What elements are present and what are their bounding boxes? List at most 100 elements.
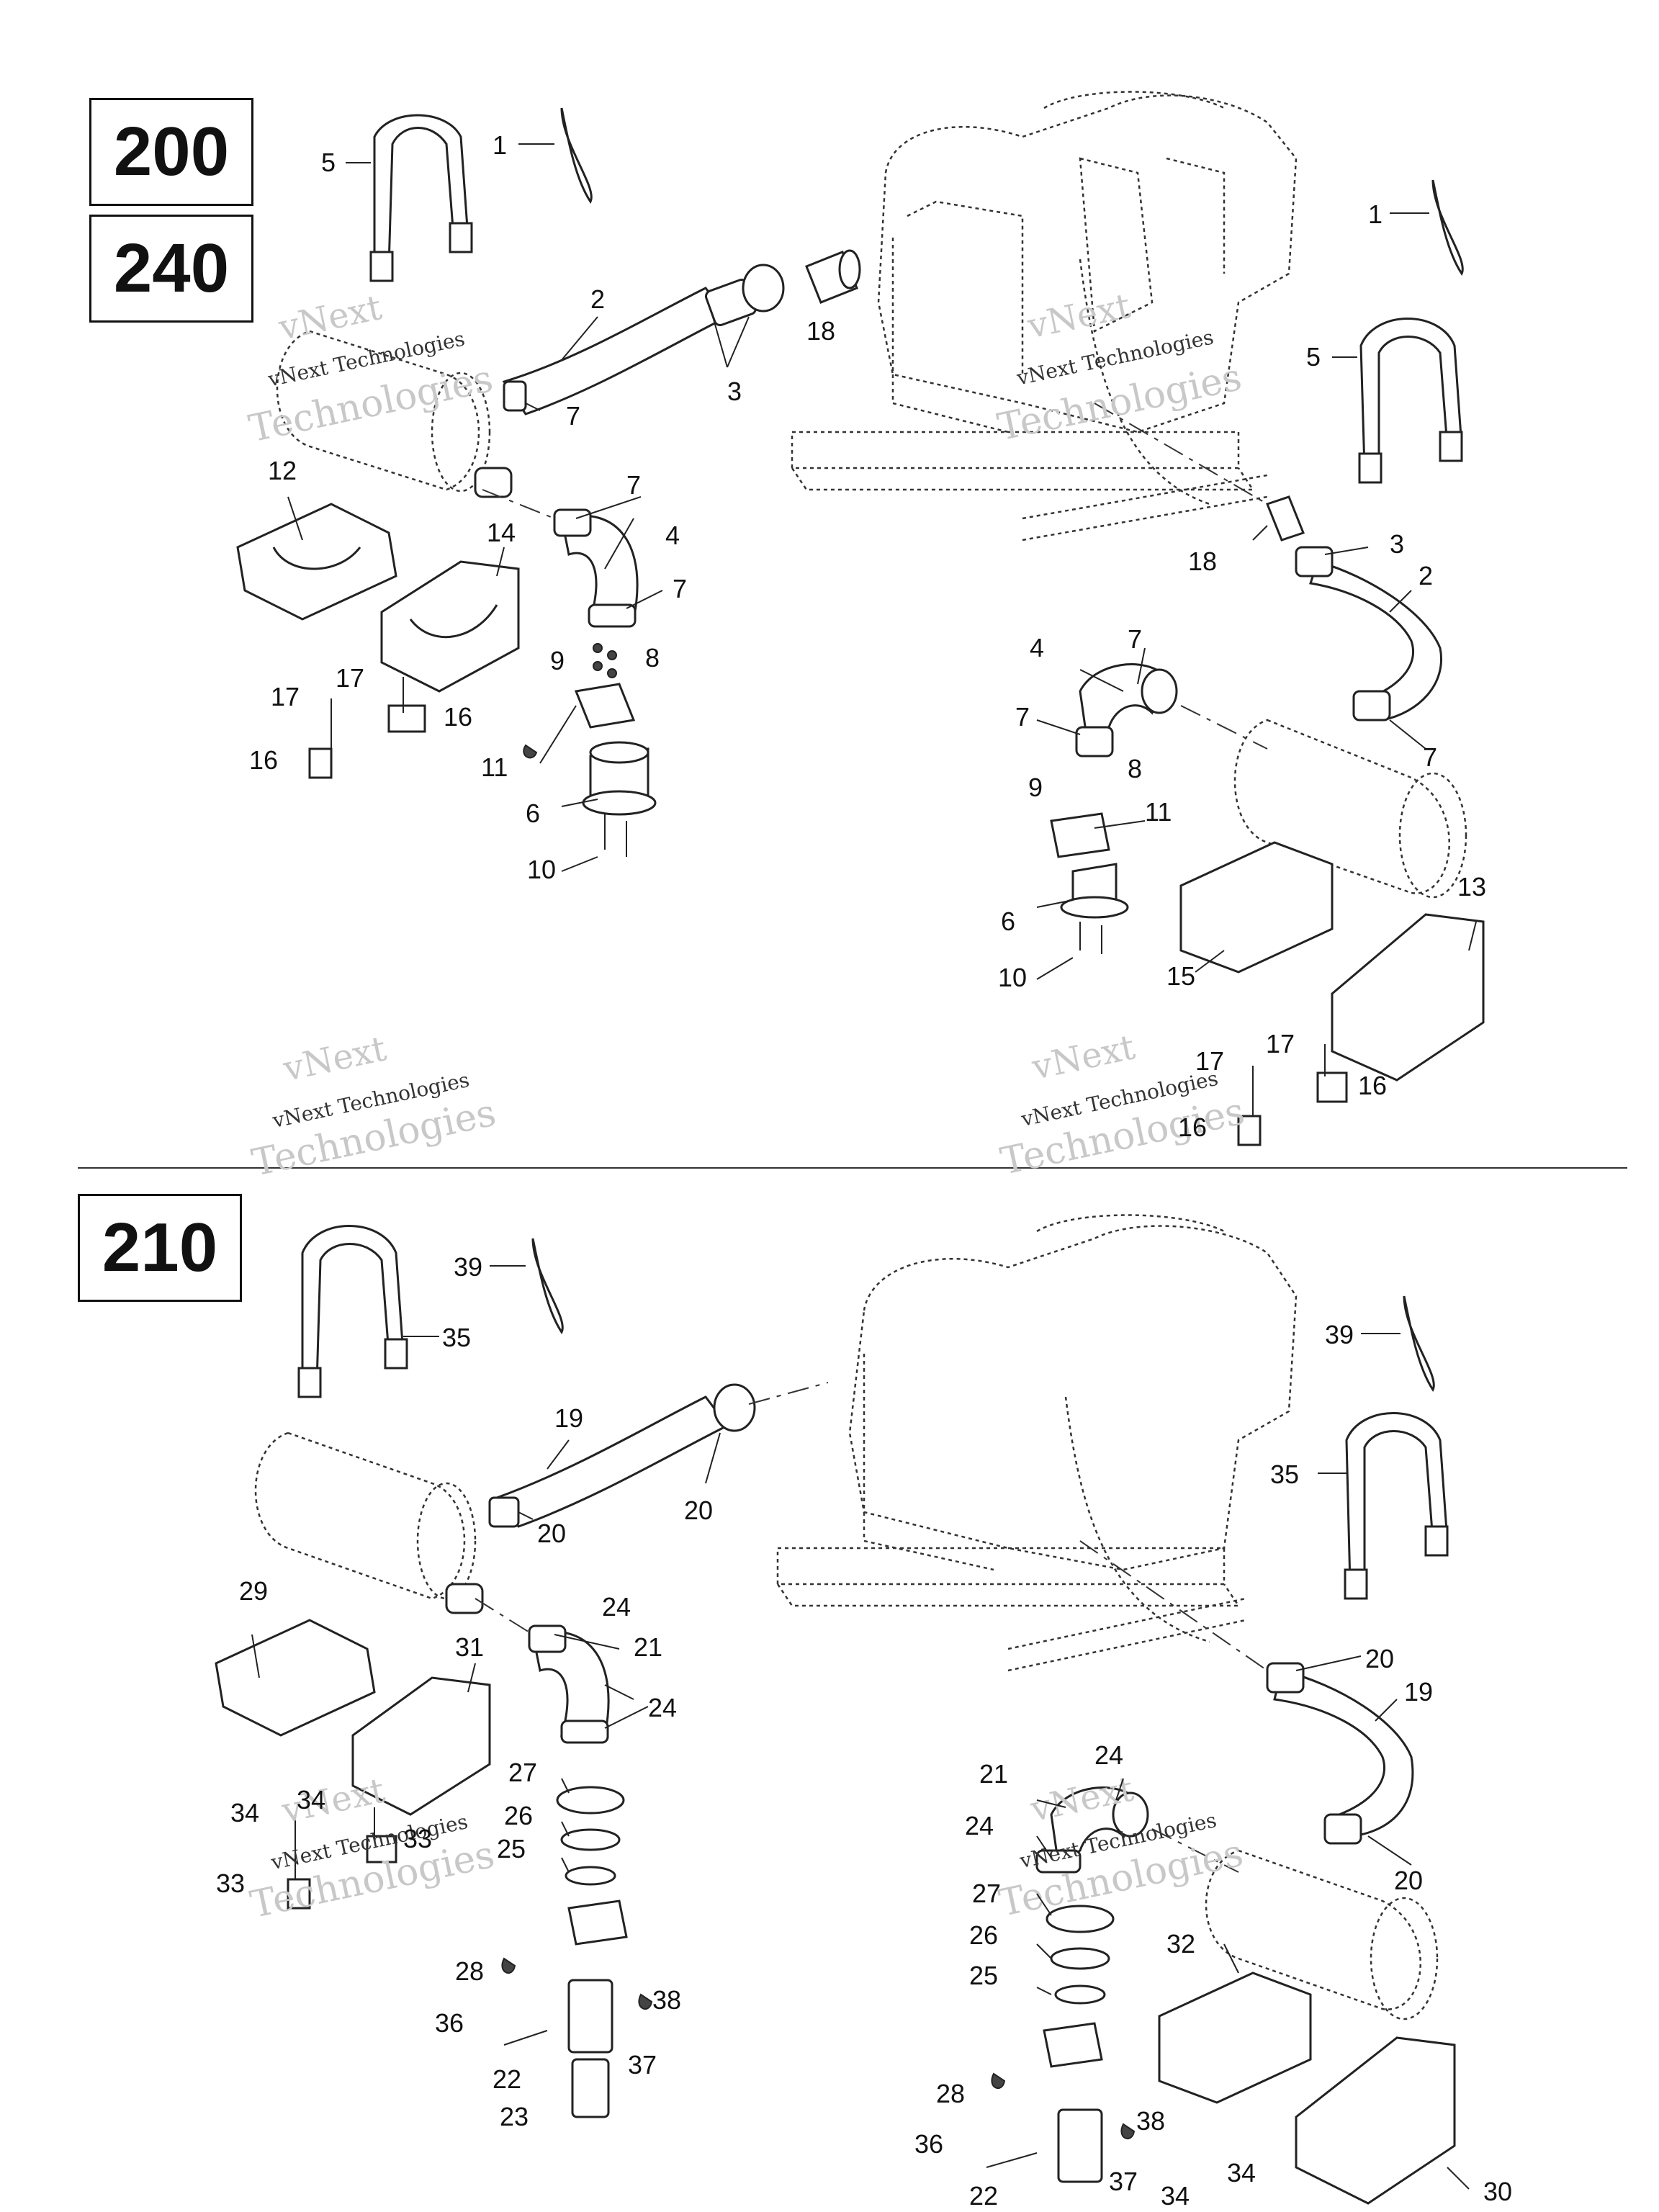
callout-36: 36 [914,2129,943,2159]
exhaust-pipe-right-top [1266,495,1442,721]
callout-18: 18 [806,316,835,346]
water-outlet-right-top [1050,812,1129,954]
callout-17: 17 [1266,1029,1295,1058]
callout-12: 12 [268,456,297,485]
callout-36: 36 [435,2008,464,2038]
model-box-210: 210 [78,1194,242,1302]
watermark-4: vNext vNext Technologies Technologies [997,1027,1249,1184]
callout-17: 17 [336,663,364,693]
callout-22: 22 [493,2064,521,2094]
callout-25: 25 [497,1834,526,1863]
callout-31: 31 [455,1632,484,1662]
watermark-3: vNext vNext Technologies Technologies [248,1028,500,1185]
exhaust-pipe-left-bottom [488,1383,756,1528]
water-outlet-left-bottom [556,1786,628,2118]
callout-1: 1 [1368,199,1382,229]
callout-15: 15 [1166,961,1195,991]
callout-7: 7 [1128,624,1142,654]
strap-right-bottom [1344,1412,1449,1600]
callout-18: 18 [1188,547,1217,576]
callout-34: 34 [1161,2181,1190,2211]
exhaust-pipe-left-top [502,264,785,415]
callout-16: 16 [1358,1071,1387,1100]
centerline-top-engine [1094,403,1268,505]
callout-5: 5 [321,148,336,177]
callout-5: 5 [1306,342,1321,372]
centerline-bottom-engine [1079,1540,1268,1671]
centerline-bottom-right [1151,1828,1239,1873]
heat-shield-32 [1158,1972,1312,2104]
callout-1: 1 [493,130,507,160]
watermark-2: vNext vNext Technologies Technologies [994,286,1245,449]
callout-21: 21 [634,1632,662,1662]
strap-left-top [369,114,473,282]
heat-shield-31 [351,1676,491,1816]
callout-20: 20 [684,1496,713,1525]
heat-shield-13 [1331,913,1485,1082]
callout-20: 20 [1365,1644,1394,1673]
callout-30: 30 [1483,2177,1512,2206]
callout-19: 19 [554,1403,583,1433]
elbow-right-top [1075,663,1178,757]
callout-27: 27 [508,1758,537,1787]
heat-shield-12 [236,503,397,621]
callout-26: 26 [969,1920,998,1950]
sleeve-left-top [805,249,861,304]
small-fasteners-right-top [1237,1044,1348,1146]
callout-20: 20 [1394,1866,1423,1895]
callout-28: 28 [455,1956,484,1986]
watermark-text: vNext [275,287,385,349]
watermark-text: vNext [1028,1027,1138,1088]
callout-22: 22 [969,2181,998,2211]
callout-16: 16 [249,745,278,775]
callout-34: 34 [1227,2158,1256,2188]
callout-37: 37 [628,2050,657,2080]
watermark-text: vNext [278,1770,388,1831]
heat-shield-15 [1179,841,1334,974]
watermark-text: vNext [279,1028,390,1089]
water-outlet-left-top [574,683,657,857]
centerline-top-left [482,489,555,519]
cable-tie-left-bottom [531,1238,564,1334]
callout-27: 27 [972,1879,1001,1908]
callout-4: 4 [1030,633,1044,662]
callout-24: 24 [602,1592,631,1622]
callout-35: 35 [1270,1460,1299,1489]
callout-14: 14 [487,518,516,547]
callout-3: 3 [727,377,742,406]
model-box-200: 200 [89,98,253,206]
cable-tie-right-bottom [1403,1295,1435,1392]
callout-34: 34 [297,1785,325,1815]
callout-9: 9 [1028,773,1043,802]
callout-6: 6 [1001,907,1015,936]
small-fasteners-left-top [308,643,617,779]
muffler-left-bottom [254,1431,484,1614]
callout-7: 7 [673,574,687,603]
callout-16: 16 [1178,1112,1207,1142]
strap-right-top [1358,318,1463,484]
callout-38: 38 [652,1985,681,2015]
centerline-bottom-left [475,1598,534,1635]
model-box-240: 240 [89,215,253,323]
small-fasteners-left-bottom [287,1807,653,2046]
callout-11: 11 [481,752,508,782]
strap-left-bottom [297,1225,408,1398]
elbow-right-bottom [1035,1786,1149,1874]
muffler-right-bottom [1205,1849,1439,2020]
callout-7: 7 [1423,742,1437,772]
callout-8: 8 [1128,754,1142,783]
callout-7: 7 [626,470,641,500]
callout-6: 6 [526,799,540,828]
callout-21: 21 [979,1759,1008,1789]
callout-23: 23 [500,2102,529,2131]
heat-shield-14 [380,560,520,693]
callout-19: 19 [1404,1677,1433,1707]
exhaust-pipe-right-bottom [1266,1662,1414,1845]
callout-11: 11 [1145,797,1172,827]
callout-33: 33 [403,1824,432,1853]
callout-39: 39 [454,1252,482,1282]
callout-37: 37 [1109,2167,1138,2196]
callout-16: 16 [444,702,472,732]
callout-4: 4 [665,521,680,550]
water-outlet-right-bottom [986,1905,1136,2183]
